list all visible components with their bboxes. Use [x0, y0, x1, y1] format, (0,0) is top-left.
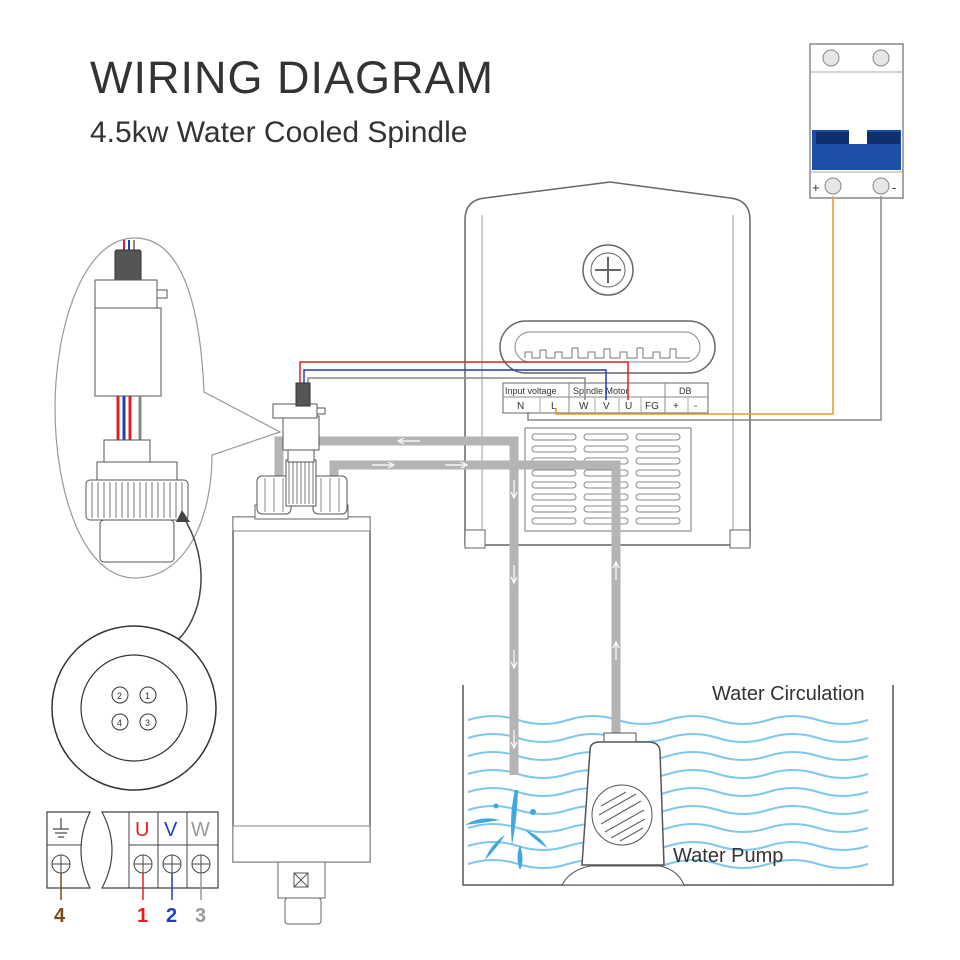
inverter: Input voltage Spindle Motor DB N L W V U…: [464, 181, 751, 549]
connector-zoom-bubble: [54, 237, 282, 579]
fitting-right: [312, 475, 348, 515]
pin-1: 1: [145, 691, 150, 701]
hose-inlet: [329, 460, 621, 740]
hose-outlet: [274, 436, 519, 775]
page-subtitle: 4.5kw Water Cooled Spindle: [90, 116, 468, 149]
wire-breaker-to-n: [527, 196, 882, 421]
breaker-plus-label: +: [812, 180, 820, 195]
number-1: 1: [137, 905, 148, 927]
terminal-n: N: [517, 401, 524, 412]
terminal-db-plus: +: [673, 401, 679, 412]
wire-u-red: [299, 361, 629, 400]
number-2: 2: [166, 905, 177, 927]
terminal-l: L: [551, 401, 557, 412]
wire-w-gray: [307, 377, 586, 400]
spindle: [232, 382, 371, 925]
terminal-fg: FG: [645, 401, 659, 412]
pin-4: 4: [117, 718, 122, 728]
terminal-u: U: [625, 401, 632, 412]
water-splash: [465, 790, 547, 870]
breaker-minus-label: -: [892, 180, 896, 195]
circuit-breaker: + -: [809, 43, 904, 199]
header-input-voltage: Input voltage: [505, 386, 557, 396]
label-u: U: [135, 819, 149, 841]
spindle-connector: [272, 382, 326, 507]
terminal-strip: U V W 4 1 2 3: [46, 811, 219, 927]
water-pump-label: Water Pump: [673, 845, 783, 867]
terminal-db-minus: -: [694, 401, 697, 412]
number-3: 3: [195, 905, 206, 927]
zoom-connector-plug: [85, 240, 189, 563]
water-hoses: [274, 436, 621, 775]
number-4: 4: [54, 905, 66, 927]
wire-breaker-to-l: [555, 196, 834, 415]
breaker-plus-terminal: [824, 177, 842, 195]
water-tank: [462, 685, 894, 886]
header-spindle-motor: Spindle Motor: [573, 386, 629, 396]
wires: [299, 196, 882, 421]
pin-2: 2: [117, 691, 122, 701]
vent-grille: [524, 427, 692, 532]
ground-icon: [53, 818, 69, 838]
water-pump: [561, 732, 685, 886]
terminal-w: W: [579, 401, 589, 412]
wire-v-blue: [303, 369, 607, 400]
fitting-left: [256, 475, 292, 515]
label-w: W: [191, 819, 210, 841]
label-v: V: [164, 819, 178, 841]
breaker-minus-terminal: [872, 177, 890, 195]
terminal-v: V: [603, 401, 610, 412]
spindle-body: [232, 516, 371, 863]
page-title: WIRING DIAGRAM: [90, 52, 494, 103]
header-db: DB: [679, 386, 692, 396]
curved-arrow-icon: [171, 510, 202, 646]
water-circulation-label: Water Circulation: [712, 683, 865, 705]
pin-3: 3: [145, 718, 150, 728]
connector-face: 2 1 4 3: [51, 625, 217, 791]
